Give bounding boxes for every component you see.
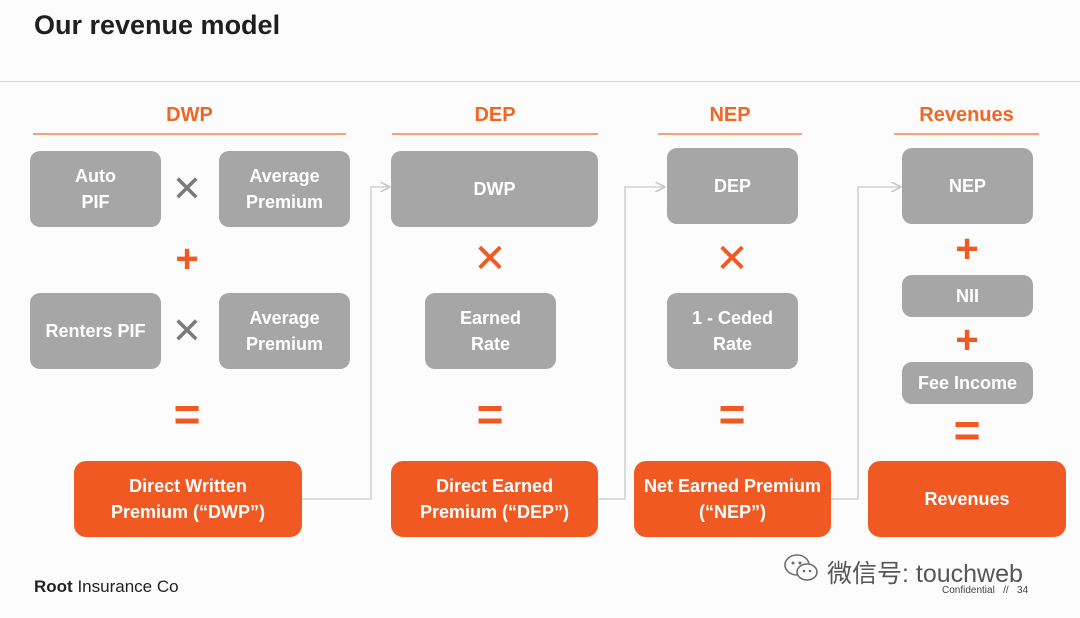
dep-input-box: DEP [667, 148, 798, 224]
brand-rest: Insurance Co [72, 577, 179, 596]
column-header-nep: NEP [658, 104, 802, 135]
equals-operator: = [476, 388, 504, 440]
column-header-dep: DEP [392, 104, 598, 135]
connector-dep-to-nep [598, 187, 664, 500]
wechat-icon [783, 553, 819, 590]
plus-operator: + [175, 237, 199, 281]
direct-earned-premium-box: Direct Earned Premium (“DEP”) [391, 461, 598, 537]
brand-bold: Root [34, 577, 73, 596]
fee-income-box: Fee Income [902, 362, 1033, 404]
renters-pif-box: Renters PIF [30, 293, 161, 369]
watermark: 微信号: touchweb [783, 553, 1023, 590]
connector-dwp-to-dep [302, 187, 389, 500]
column-header-dwp: DWP [33, 104, 346, 135]
direct-written-premium-box: Direct Written Premium (“DWP”) [74, 461, 302, 537]
auto-pif-box: Auto PIF [30, 151, 161, 227]
net-earned-premium-box: Net Earned Premium (“NEP”) [634, 461, 831, 537]
nep-input-box: NEP [902, 148, 1033, 224]
watermark-text: 微信号: touchweb [827, 559, 1023, 588]
confidential-page-number: Confidential // 34 [942, 585, 1029, 596]
dwp-input-box: DWP [391, 151, 598, 227]
equals-operator: = [718, 388, 746, 440]
title-divider [0, 81, 1080, 82]
earned-rate-box: Earned Rate [425, 293, 556, 369]
average-premium-box-auto: Average Premium [219, 151, 350, 227]
company-logo: Root Insurance Co [34, 577, 179, 597]
column-header-revenues: Revenues [894, 104, 1039, 135]
plus-operator: + [955, 227, 979, 271]
multiply-operator: ✕ [715, 237, 749, 281]
nii-box: NII [902, 275, 1033, 317]
multiply-operator: ✕ [171, 168, 203, 209]
multiply-operator: ✕ [473, 237, 507, 281]
ceded-rate-box: 1 - Ceded Rate [667, 293, 798, 369]
equals-operator: = [953, 404, 981, 456]
equals-operator: = [173, 388, 201, 440]
page-title: Our revenue model [34, 10, 281, 40]
multiply-operator: ✕ [171, 310, 203, 351]
average-premium-box-renters: Average Premium [219, 293, 350, 369]
plus-operator: + [955, 318, 979, 362]
connector-nep-to-revenues [831, 187, 900, 500]
revenues-result-box: Revenues [868, 461, 1066, 537]
